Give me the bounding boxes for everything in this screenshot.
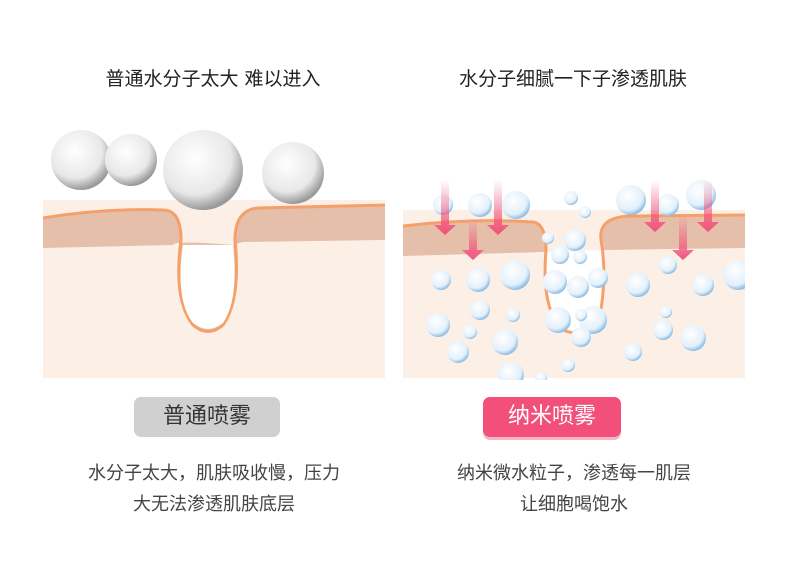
water-bubble — [447, 341, 469, 363]
down-arrow-icon — [434, 180, 456, 235]
water-bubble — [545, 307, 571, 333]
regular-spray-skin-illustration — [43, 130, 385, 378]
water-bubble — [492, 329, 518, 355]
down-arrow-icon — [697, 180, 719, 232]
water-bubble — [470, 300, 490, 320]
left-title: 普通水分子太大 难以进入 — [105, 68, 321, 90]
water-bubble — [571, 327, 591, 347]
water-bubble — [660, 306, 672, 318]
nano-spray-badge: 纳米喷雾 — [483, 397, 621, 437]
water-bubble — [431, 270, 451, 290]
water-bubble — [542, 232, 554, 244]
nano-water-bubbles — [426, 180, 745, 380]
desc-line: 纳米微水粒子，渗透每一肌层 — [457, 463, 691, 484]
desc-line: 大无法渗透肌肤底层 — [133, 494, 295, 515]
desc-line: 让细胞喝饱水 — [520, 494, 628, 515]
water-bubble — [561, 358, 575, 372]
water-bubble — [466, 268, 490, 292]
water-bubble — [626, 273, 650, 297]
water-bubble — [564, 191, 578, 205]
water-bubble — [468, 193, 492, 217]
penetration-arrows — [434, 180, 719, 260]
water-bubble — [502, 191, 530, 219]
water-bubble — [657, 194, 679, 216]
water-bubble — [659, 256, 677, 274]
water-bubble — [575, 309, 587, 321]
water-bubble — [543, 270, 567, 294]
water-bubble — [616, 185, 646, 215]
water-bubble — [500, 260, 530, 290]
water-bubble — [588, 268, 608, 288]
water-bubble — [498, 362, 524, 380]
water-bubble — [624, 343, 642, 361]
nano-spray-skin-illustration — [403, 180, 745, 380]
water-bubble — [653, 320, 673, 340]
water-bubble — [579, 206, 591, 218]
desc-line: 水分子太大，肌肤吸收慢，压力 — [88, 463, 340, 484]
water-bubble — [426, 313, 450, 337]
water-bubble — [567, 276, 589, 298]
regular-spray-description: 水分子太大，肌肤吸收慢，压力 大无法渗透肌肤底层 — [24, 458, 404, 520]
water-bubble — [692, 274, 714, 296]
down-arrow-icon — [462, 220, 484, 260]
water-bubble — [573, 250, 587, 264]
down-arrow-icon — [644, 180, 666, 232]
water-bubble — [723, 260, 745, 290]
nano-spray-description: 纳米微水粒子，渗透每一肌层 让细胞喝饱水 — [384, 458, 764, 520]
water-bubble — [535, 372, 547, 380]
water-bubble — [564, 229, 586, 251]
down-arrow-icon — [487, 180, 509, 235]
down-arrow-icon — [672, 215, 694, 260]
regular-spray-badge: 普通喷雾 — [134, 397, 280, 437]
water-bubble — [463, 325, 477, 339]
water-bubble — [680, 325, 706, 351]
water-bubble — [506, 308, 520, 322]
large-water-molecule-bubbles — [51, 130, 324, 210]
right-title: 水分子细腻一下子渗透肌肤 — [458, 68, 687, 90]
water-bubble — [551, 246, 569, 264]
